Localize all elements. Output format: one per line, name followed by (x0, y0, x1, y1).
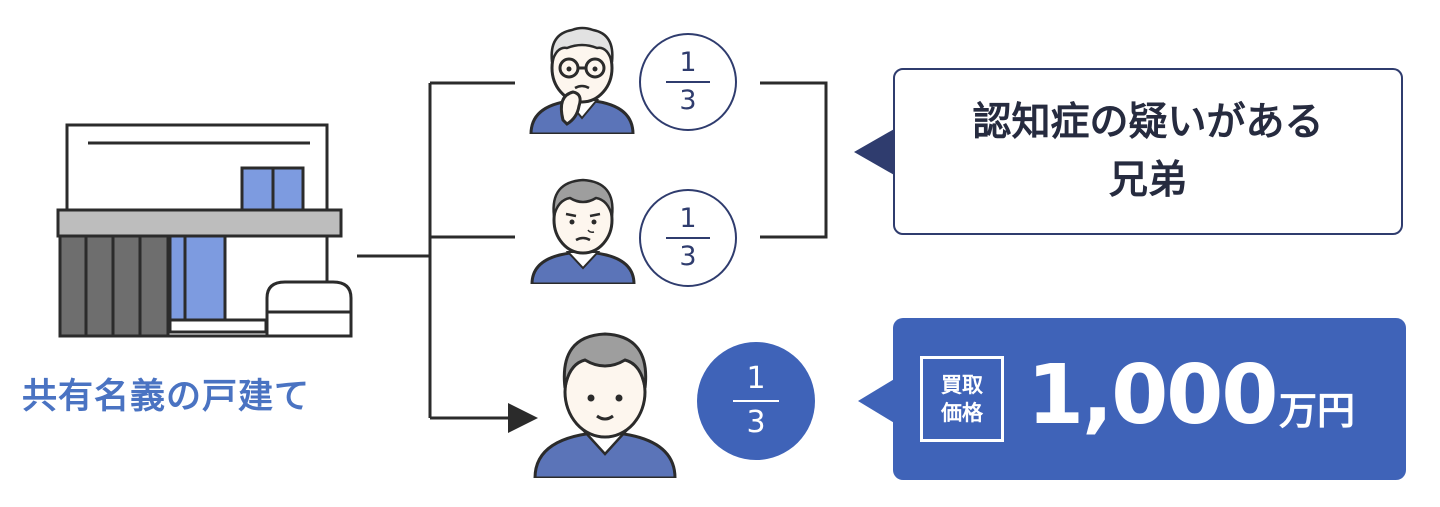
fraction-bar (666, 237, 710, 239)
fraction-bar (666, 81, 710, 83)
house-icon (56, 123, 353, 338)
fraction-numerator: 1 (746, 361, 766, 396)
callout-pointer (854, 128, 896, 176)
share-fraction-owner-3: 1 3 (697, 342, 815, 460)
fraction-numerator: 1 (679, 47, 697, 78)
fraction-denominator: 3 (679, 85, 697, 116)
share-fraction-owner-1: 1 3 (639, 33, 737, 131)
arrow-head (508, 403, 538, 433)
sibling-bracket (760, 81, 828, 239)
price-callout: 買取 価格 1,000 万円 (893, 318, 1406, 480)
fraction-denominator: 3 (679, 241, 697, 272)
elderly-man-thinking-icon (529, 26, 635, 134)
house-label: 共有名義の戸建て (22, 377, 311, 417)
price-tag: 買取 価格 (920, 356, 1004, 442)
price-unit: 万円 (1279, 389, 1356, 433)
price-pointer (858, 378, 896, 424)
price-tag-line-1: 買取 (941, 373, 983, 397)
worried-man-icon (530, 178, 636, 284)
fraction-bar (733, 400, 779, 402)
callout-line-1: 認知症の疑いがある (972, 99, 1324, 145)
callout-line-2: 兄弟 (1108, 157, 1187, 203)
price-value: 1,000 (1027, 348, 1278, 443)
man-icon (533, 332, 677, 478)
fraction-denominator: 3 (746, 405, 766, 440)
share-fraction-owner-2: 1 3 (639, 189, 737, 287)
fraction-numerator: 1 (679, 203, 697, 234)
price-tag-line-2: 価格 (941, 401, 983, 425)
sibling-callout: 認知症の疑いがある 兄弟 (893, 68, 1403, 235)
